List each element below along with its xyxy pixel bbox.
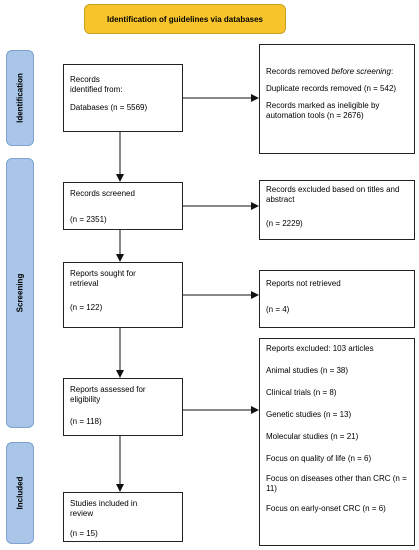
reports-not-retrieved-label: Reports not retrieved — [266, 279, 341, 288]
automation-ineligible: Records marked as ineligible by automati… — [266, 101, 380, 120]
phase-identification: Identification — [6, 50, 34, 146]
reports-assessed-label: Reports assessed for eligibility — [70, 385, 146, 404]
records-identified-count: Databases (n = 5569) — [70, 103, 148, 112]
excluded-item-clinical: Clinical trials (n = 8) — [266, 388, 337, 397]
records-excluded-count: (n = 2229) — [266, 219, 303, 228]
reports-sought-label: Reports sought for retrieval — [70, 269, 136, 288]
phase-screening: Screening — [6, 158, 34, 428]
reports-excluded-box: Reports excluded: 103 articles Animal st… — [259, 338, 415, 546]
reports-sought-box: Reports sought for retrieval (n = 122) — [63, 262, 183, 328]
records-excluded-label: Records excluded based on titles and abs… — [266, 185, 400, 204]
reports-assessed-box: Reports assessed for eligibility (n = 11… — [63, 378, 183, 436]
excluded-item-animal: Animal studies (n = 38) — [266, 366, 349, 375]
studies-included-count: (n = 15) — [70, 529, 98, 538]
excluded-item-quality-of-life: Focus on quality of life (n = 6) — [266, 454, 372, 463]
excluded-item-other-diseases: Focus on diseases other than CRC (n = 11… — [266, 474, 407, 493]
records-excluded-box: Records excluded based on titles and abs… — [259, 180, 415, 240]
records-identified-box: Records identified from: Databases (n = … — [63, 64, 183, 132]
records-screened-label: Records screened — [70, 189, 135, 198]
records-removed-box: Records removed before screening: Duplic… — [259, 44, 415, 154]
header-title: Identification of guidelines via databas… — [106, 14, 264, 24]
records-identified-source: Records identified from: — [70, 75, 123, 94]
studies-included-label: Studies included in review — [70, 499, 138, 518]
reports-assessed-count: (n = 118) — [70, 417, 102, 426]
reports-not-retrieved-count: (n = 4) — [266, 305, 290, 314]
records-screened-count: (n = 2351) — [70, 215, 107, 224]
records-screened-box: Records screened (n = 2351) — [63, 182, 183, 230]
flow-header: Identification of guidelines via databas… — [84, 4, 286, 34]
records-removed-heading: Records removed before screening: — [266, 67, 394, 76]
excluded-item-early-onset: Focus on early-onset CRC (n = 6) — [266, 504, 386, 513]
excluded-item-molecular: Molecular studies (n = 21) — [266, 432, 359, 441]
phase-included: Included — [6, 442, 34, 544]
reports-excluded-title: Reports excluded: 103 articles — [266, 344, 374, 353]
excluded-item-genetic: Genetic studies (n = 13) — [266, 410, 352, 419]
studies-included-box: Studies included in review (n = 15) — [63, 492, 183, 542]
reports-sought-count: (n = 122) — [70, 303, 103, 312]
duplicate-records-removed: Duplicate records removed (n = 542) — [266, 84, 397, 93]
reports-not-retrieved-box: Reports not retrieved (n = 4) — [259, 270, 415, 328]
